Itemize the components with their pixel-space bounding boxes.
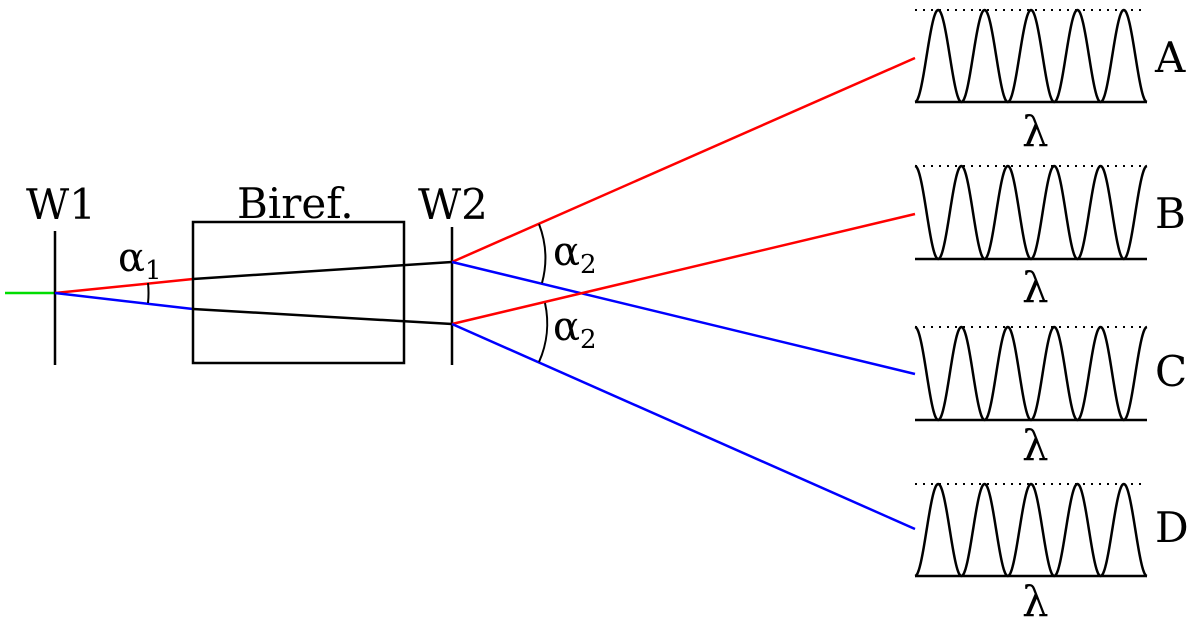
beam-to-D xyxy=(451,322,916,531)
w2-label: W2 xyxy=(418,180,488,229)
beam-blue-before-crystal xyxy=(54,291,194,311)
alpha2-lower-symbol: α xyxy=(553,304,580,350)
alpha2-lower-angle-arc xyxy=(538,302,549,363)
birefringent-crystal xyxy=(191,220,406,365)
alpha2-lower-subscript: 2 xyxy=(580,325,597,355)
output-label-C: C xyxy=(1155,347,1187,396)
alpha1-symbol: α xyxy=(118,235,145,281)
beam-to-C xyxy=(451,260,916,376)
alpha2-upper-angle-arc xyxy=(538,223,547,284)
alpha1-subscript: 1 xyxy=(145,256,162,286)
fringe-pattern-A xyxy=(914,8,1148,104)
beam-upper-in-crystal xyxy=(192,260,453,281)
fringe-pattern-B xyxy=(914,164,1148,261)
biref-label: Biref. xyxy=(237,179,354,228)
lambda-label-D: λ xyxy=(1022,577,1049,626)
output-label-A: A xyxy=(1154,33,1186,82)
alpha2-upper-symbol: α xyxy=(553,229,580,275)
output-panel-C xyxy=(914,325,1148,422)
beam-to-B xyxy=(451,212,916,326)
alpha2-upper-subscript: 2 xyxy=(580,250,597,280)
output-panel-A xyxy=(914,8,1148,104)
fringe-pattern-D xyxy=(914,482,1148,578)
alpha2-upper-label: α2 xyxy=(553,229,597,280)
output-panel-D xyxy=(914,482,1148,578)
output-panel-B xyxy=(914,164,1148,261)
alpha2-lower-label: α2 xyxy=(553,304,597,355)
alpha1-angle-arc xyxy=(147,282,150,304)
lambda-label-C: λ xyxy=(1022,421,1049,470)
output-label-B: B xyxy=(1155,189,1186,238)
alpha1-label: α1 xyxy=(118,235,162,286)
output-label-D: D xyxy=(1155,503,1189,552)
beam-lower-in-crystal xyxy=(192,307,453,326)
beam-red-before-crystal xyxy=(54,277,194,295)
fringe-pattern-C xyxy=(914,325,1148,422)
lambda-label-A: λ xyxy=(1022,107,1049,156)
beam-to-A xyxy=(451,56,916,264)
w1-label: W1 xyxy=(26,180,96,229)
lambda-label-B: λ xyxy=(1022,263,1049,312)
